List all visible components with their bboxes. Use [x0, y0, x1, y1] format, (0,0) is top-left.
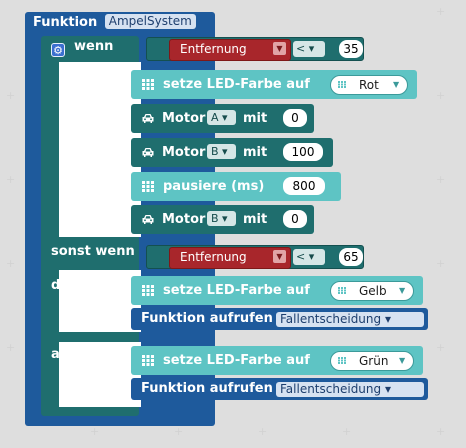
motor-block-2[interactable]: Motor B ▾ mit 100 [131, 138, 333, 167]
color-selector-rot[interactable]: Rot ▼ [330, 75, 408, 95]
set-led-color-block-3[interactable]: setze LED-Farbe auf Grün ▼ [131, 346, 423, 375]
motor-port-dropdown[interactable]: A ▾ [207, 110, 236, 125]
chevron-down-icon[interactable]: ▼ [273, 250, 286, 263]
car-icon [142, 215, 154, 224]
condition-block-1[interactable]: Entfernung ▼ < ▾ 35 [146, 37, 364, 61]
car-icon [142, 114, 154, 123]
call-label: Funktion aufrufen [141, 311, 273, 326]
else-label-overlay: ansonsten [51, 347, 127, 362]
led-label: setze LED-Farbe auf [163, 283, 310, 298]
grid-icon [338, 357, 346, 364]
if-label: wenn [74, 39, 114, 54]
condition-block-2[interactable]: Entfernung ▼ < ▾ 65 [146, 245, 364, 269]
motor-mit-label: mit [243, 212, 268, 227]
set-led-color-block-2[interactable]: setze LED-Farbe auf Gelb ▼ [131, 276, 423, 305]
pause-label: pausiere (ms) [163, 179, 265, 194]
call-target-dropdown[interactable]: Fallentscheidung ▾ [276, 312, 424, 327]
color-selector-gelb[interactable]: Gelb ▼ [330, 281, 414, 301]
color-label: Gelb [359, 284, 387, 298]
grid-icon [142, 181, 154, 192]
compare-operator-dropdown[interactable]: < ▾ [293, 249, 325, 265]
grid-icon [142, 285, 154, 296]
call-function-block-1[interactable]: Funktion aufrufen Fallentscheidung ▾ [131, 308, 428, 330]
grid-icon [338, 81, 346, 88]
color-label: Rot [359, 78, 379, 92]
function-name-field[interactable]: AmpelSystem [104, 14, 196, 29]
motor-mit-label: mit [243, 145, 268, 160]
led-label: setze LED-Farbe auf [163, 353, 310, 368]
motor-block-1[interactable]: Motor A ▾ mit 0 [131, 104, 314, 133]
color-selector-gruen[interactable]: Grün ▼ [330, 351, 414, 371]
chevron-down-icon[interactable]: ▼ [273, 42, 286, 55]
function-keyword: Funktion [33, 15, 98, 30]
color-label: Grün [359, 354, 389, 368]
gear-icon[interactable]: ⚙ [51, 43, 65, 57]
motor-block-3[interactable]: Motor B ▾ mit 0 [131, 205, 314, 234]
chevron-down-icon[interactable]: ▼ [399, 286, 406, 295]
compare-value-input[interactable]: 35 [339, 40, 363, 58]
motor-label: Motor [162, 145, 206, 160]
motor-label: Motor [162, 212, 206, 227]
set-led-color-block-1[interactable]: setze LED-Farbe auf Rot ▼ [131, 70, 417, 99]
distance-sensor-block-1[interactable]: Entfernung ▼ [169, 39, 291, 61]
distance-sensor-label: Entfernung [180, 250, 247, 264]
motor-label: Motor [162, 111, 206, 126]
grid-icon [142, 355, 154, 366]
led-label: setze LED-Farbe auf [163, 77, 310, 92]
call-label: Funktion aufrufen [141, 381, 273, 396]
call-function-block-2[interactable]: Funktion aufrufen Fallentscheidung ▾ [131, 378, 428, 400]
chevron-down-icon[interactable]: ▼ [399, 356, 406, 365]
pause-duration-input[interactable]: 800 [283, 177, 325, 195]
chevron-down-icon[interactable]: ▼ [393, 80, 400, 89]
grid-icon [338, 287, 346, 294]
motor-speed-input[interactable]: 100 [283, 143, 323, 161]
motor-speed-input[interactable]: 0 [283, 109, 307, 127]
motor-port-dropdown[interactable]: B ▾ [207, 144, 236, 159]
compare-operator-dropdown[interactable]: < ▾ [293, 41, 325, 57]
motor-speed-input[interactable]: 0 [283, 210, 307, 228]
distance-sensor-label: Entfernung [180, 42, 247, 56]
compare-value-input[interactable]: 65 [339, 248, 363, 266]
grid-icon [142, 79, 154, 90]
call-target-dropdown[interactable]: Fallentscheidung ▾ [276, 382, 424, 397]
car-icon [142, 148, 154, 157]
distance-sensor-block-2[interactable]: Entfernung ▼ [169, 247, 291, 269]
motor-mit-label: mit [243, 111, 268, 126]
else-if-label-overlay: sonst wenn [51, 244, 135, 259]
function-header: Funktion AmpelSystem [25, 12, 196, 34]
pause-block[interactable]: pausiere (ms) 800 [131, 172, 341, 201]
motor-port-dropdown[interactable]: B ▾ [207, 211, 236, 226]
then-label-2-overlay: dann [51, 278, 88, 293]
